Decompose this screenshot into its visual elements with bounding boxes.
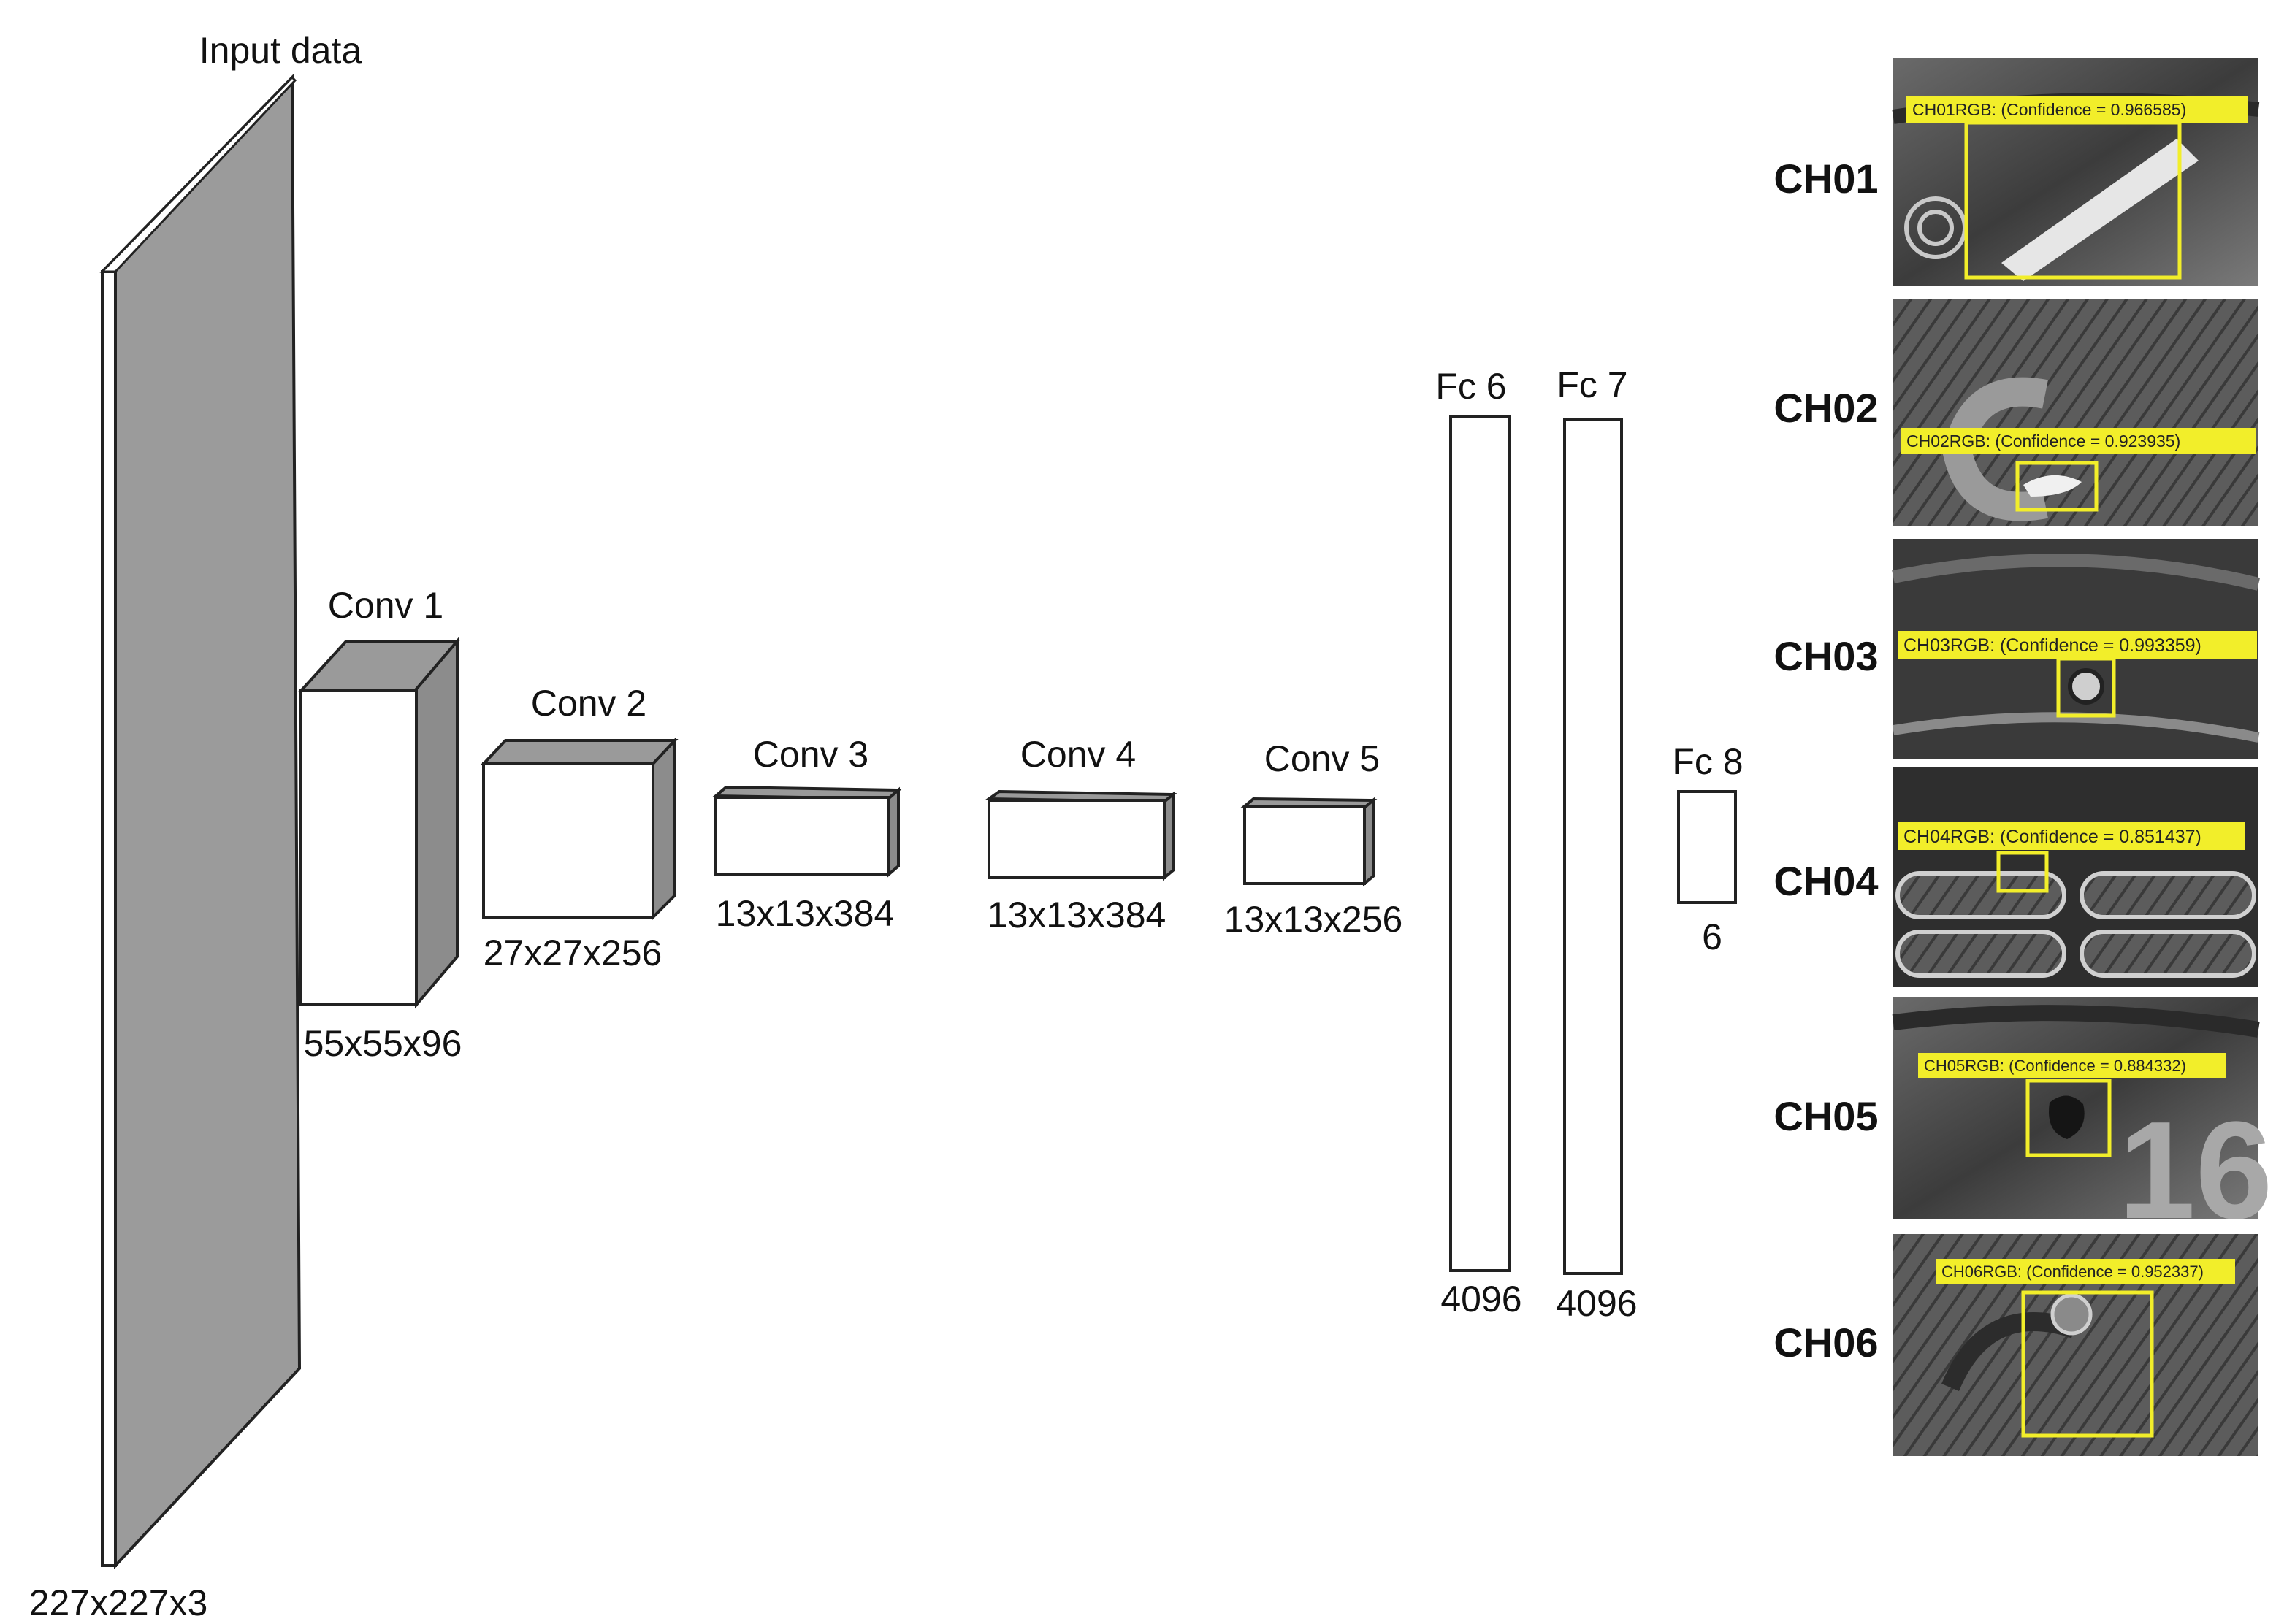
- detection-label: CH03RGB: (Confidence = 0.993359): [1903, 635, 2201, 656]
- fc6-name: Fc 6: [1435, 366, 1506, 407]
- class-label: CH03: [1773, 633, 1878, 679]
- detection-box: [2021, 1290, 2154, 1438]
- conv5-layer: Conv 5 13x13x256: [1224, 738, 1403, 940]
- output-classes: CH01 CH01RGB: (Confidence = 0.966585) CH…: [1773, 58, 2272, 1456]
- class-label: CH02: [1773, 385, 1878, 431]
- tread-block: [1895, 930, 2066, 978]
- input-slab-edge: [101, 270, 117, 1567]
- fc7-name: Fc 7: [1557, 364, 1627, 405]
- class-ch05: CH05 16 CH05RGB: (Confidence = 0.884332): [1773, 997, 2272, 1248]
- class-label: CH06: [1773, 1320, 1878, 1366]
- tire-texture: [1892, 554, 2261, 591]
- conv1-layer: Conv 1 55x55x96: [297, 585, 462, 1064]
- conv2-front: [482, 762, 654, 919]
- detection-label: CH02RGB: (Confidence = 0.923935): [1906, 432, 2180, 451]
- conv1-side: [413, 637, 459, 1009]
- detection-label: CH06RGB: (Confidence = 0.952337): [1941, 1263, 2204, 1281]
- defect-mark: [2049, 1095, 2085, 1139]
- input-dims: 227x227x3: [29, 1582, 208, 1623]
- conv3-layer: Conv 3 13x13x384: [711, 734, 903, 934]
- conv4-name: Conv 4: [1020, 734, 1136, 775]
- fc6-layer: Fc 6 4096: [1435, 366, 1521, 1320]
- detection-label-bg: [1906, 96, 2248, 123]
- detection-box: [2015, 461, 2099, 512]
- conv1-front: [299, 689, 418, 1006]
- fc8-name: Fc 8: [1672, 741, 1743, 782]
- conv3-front: [714, 796, 890, 876]
- conv3-dims: 13x13x384: [716, 893, 895, 934]
- detection-label: CH05RGB: (Confidence = 0.884332): [1924, 1057, 2186, 1075]
- conv2-layer: Conv 2 27x27x256: [480, 683, 679, 973]
- fc7-layer: Fc 7 4096: [1556, 364, 1637, 1324]
- class-ch01: CH01 CH01RGB: (Confidence = 0.966585): [1773, 58, 2260, 286]
- tread-block: [1895, 871, 2066, 919]
- conv4-layer: Conv 4 13x13x384: [984, 734, 1177, 935]
- tire-image: [1893, 299, 2258, 526]
- defect-mark: [2068, 668, 2104, 705]
- sidewall-lettering: 16: [2118, 1093, 2272, 1248]
- conv4-front: [988, 799, 1166, 879]
- tire-texture: [1892, 1005, 2260, 1038]
- class-label: CH05: [1773, 1093, 1878, 1139]
- defect-mark: [2001, 139, 2199, 281]
- conv2-top: [480, 739, 679, 765]
- input-title: Input data: [199, 30, 362, 71]
- class-label: CH04: [1773, 858, 1878, 904]
- conv3-side: [887, 786, 900, 878]
- conv5-front: [1243, 805, 1366, 885]
- fc8-bar: [1677, 790, 1737, 904]
- fc6-bar: [1449, 415, 1511, 1272]
- input-slab-top: [99, 75, 297, 273]
- defect-mark: [2050, 1293, 2093, 1336]
- detection-label-bg: [1936, 1259, 2235, 1284]
- detection-label-bg: [1901, 428, 2256, 454]
- conv2-dims: 27x27x256: [484, 932, 662, 973]
- conv2-side: [652, 736, 676, 921]
- fc7-dims: 4096: [1556, 1283, 1637, 1324]
- conv5-dims: 13x13x256: [1224, 899, 1403, 940]
- input-layer: Input data 227x227x3: [29, 30, 362, 1623]
- conv4-dims: 13x13x384: [988, 895, 1166, 935]
- detection-label-bg: [1918, 1053, 2226, 1078]
- tire-texture-lower: [1892, 712, 2260, 743]
- class-label: CH01: [1773, 156, 1878, 202]
- conv3-name: Conv 3: [753, 734, 868, 775]
- defect-mark: [2023, 475, 2082, 497]
- class-ch06: CH06 CH06RGB: (Confidence = 0.952337): [1773, 1234, 2258, 1456]
- conv1-name: Conv 1: [328, 585, 443, 626]
- detection-box: [1996, 851, 2049, 893]
- detection-label: CH04RGB: (Confidence = 0.851437): [1903, 827, 2201, 847]
- tread-block: [2080, 930, 2256, 978]
- detection-label-bg: [1898, 631, 2257, 659]
- detection-label: CH01RGB: (Confidence = 0.966585): [1912, 100, 2186, 119]
- conv1-dims: 55x55x96: [304, 1023, 462, 1064]
- fc8-layer: Fc 8 6: [1672, 741, 1743, 957]
- detection-label-bg: [1898, 822, 2245, 850]
- class-ch03: CH03 CH03RGB: (Confidence = 0.993359): [1773, 539, 2261, 759]
- tire-emblem-inner: [1917, 210, 1954, 246]
- fc7-bar: [1563, 418, 1623, 1275]
- class-ch02: CH02 CH02RGB: (Confidence = 0.923935): [1773, 299, 2258, 526]
- conv5-name: Conv 5: [1264, 738, 1380, 779]
- fc8-dims: 6: [1702, 916, 1722, 957]
- conv2-name: Conv 2: [531, 683, 646, 724]
- tread-block: [2080, 871, 2256, 919]
- fc6-dims: 4096: [1440, 1279, 1521, 1320]
- class-ch04: CH04 CH04RGB: (Confidence = 0.851437): [1773, 767, 2258, 987]
- input-slab-face: [100, 74, 302, 1570]
- detection-box: [2025, 1079, 2112, 1157]
